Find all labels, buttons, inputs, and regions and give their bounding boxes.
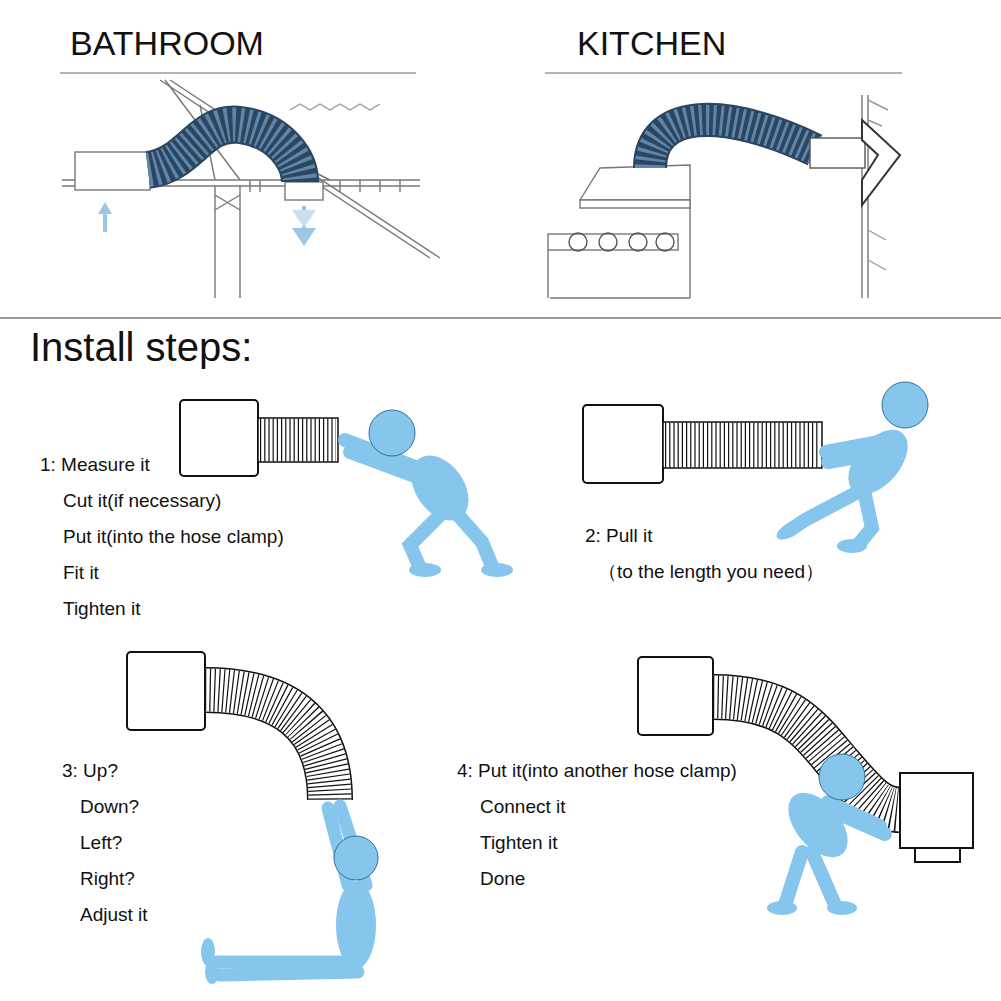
step-text: Tighten it: [63, 598, 140, 621]
step-text: （to the length you need）: [598, 561, 824, 584]
scene-heading: KITCHEN: [577, 23, 726, 64]
step-text: Down?: [80, 796, 139, 819]
step-text: 1: Measure it: [40, 454, 150, 477]
step-text: Cut it(if necessary): [63, 490, 221, 513]
rules: [0, 73, 1001, 318]
kitchen-scene: [548, 95, 900, 298]
step-text: Connect it: [480, 796, 566, 819]
step-text: Fit it: [63, 562, 99, 585]
step-text: 2: Pull it: [585, 525, 653, 548]
section-heading: Install steps:: [30, 323, 252, 371]
step2-figure: [583, 382, 928, 553]
scene-heading: BATHROOM: [70, 23, 264, 64]
step-text: Put it(into the hose clamp): [63, 526, 284, 549]
step-text: Right?: [80, 868, 135, 891]
step-text: Tighten it: [480, 832, 557, 855]
step1-figure: [180, 400, 513, 577]
step-text: 4: Put it(into another hose clamp): [457, 760, 737, 783]
step-text: Adjust it: [80, 904, 148, 927]
bathroom-scene: [62, 80, 440, 298]
step-text: Done: [480, 868, 525, 891]
step-text: Left?: [80, 832, 122, 855]
step3-figure: [127, 652, 378, 984]
step-text: 3: Up?: [62, 760, 118, 783]
step4-figure: [638, 657, 973, 915]
